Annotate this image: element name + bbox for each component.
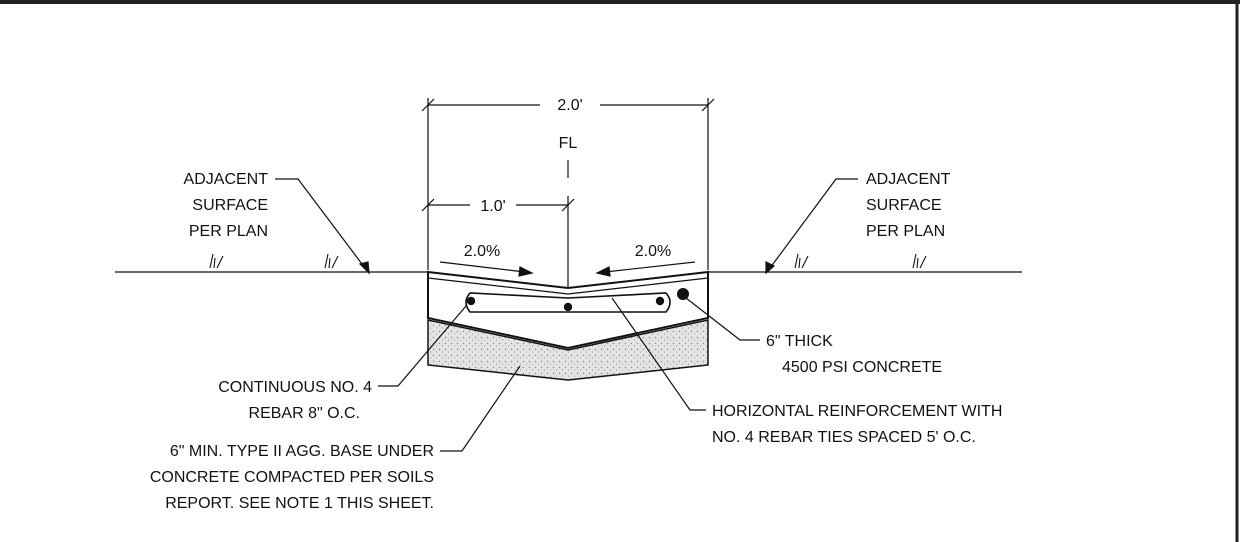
base-leader — [440, 365, 521, 452]
slope-arrow-left — [439, 261, 534, 277]
reinforcement-line1: HORIZONTAL REINFORCEMENT WITH — [712, 403, 1002, 420]
concrete-line2: 4500 PSI CONCRETE — [782, 359, 942, 376]
adjacent-left-leader — [275, 178, 370, 275]
reinforcement-tie — [465, 292, 671, 313]
dimension-half — [421, 196, 575, 288]
rebar-dot-center — [563, 302, 573, 312]
rebar-line2: REBAR 8" O.C. — [249, 405, 360, 422]
rebar-dot-right — [655, 296, 665, 306]
adjacent-left-line1: ADJACENT — [184, 171, 269, 188]
concrete-surface-line — [427, 277, 709, 295]
base-line2: CONCRETE COMPACTED PER SOILS — [150, 469, 434, 486]
concrete-line1: 6" THICK — [766, 333, 833, 350]
base-line1: 6" MIN. TYPE II AGG. BASE UNDER — [170, 443, 434, 460]
flowline-label: FL — [559, 135, 578, 152]
rebar-dot-left — [466, 296, 476, 306]
adjacent-right-line2: SURFACE — [866, 197, 942, 214]
adjacent-right-leader — [765, 178, 858, 275]
dimension-overall-label: 2.0' — [557, 97, 582, 114]
dimension-overall — [421, 98, 715, 270]
slope-arrow-right — [595, 261, 696, 277]
rebar-dot-edge — [677, 288, 689, 300]
slope-left-label: 2.0% — [464, 243, 500, 260]
adjacent-left-line2: SURFACE — [192, 197, 268, 214]
rebar-leader — [378, 305, 467, 387]
adjacent-right-line1: ADJACENT — [866, 171, 951, 188]
slope-right-label: 2.0% — [635, 243, 671, 260]
concrete-leader — [685, 297, 760, 341]
grass-icon — [209, 253, 927, 269]
adjacent-right-line3: PER PLAN — [866, 223, 945, 240]
reinforcement-line2: NO. 4 REBAR TIES SPACED 5' O.C. — [712, 429, 976, 446]
rebar-line1: CONTINUOUS NO. 4 — [218, 379, 372, 396]
base-line3: REPORT. SEE NOTE 1 THIS SHEET. — [165, 495, 434, 512]
dimension-half-label: 1.0' — [480, 198, 505, 215]
adjacent-left-line3: PER PLAN — [189, 223, 268, 240]
reinforcement-leader — [611, 297, 706, 411]
